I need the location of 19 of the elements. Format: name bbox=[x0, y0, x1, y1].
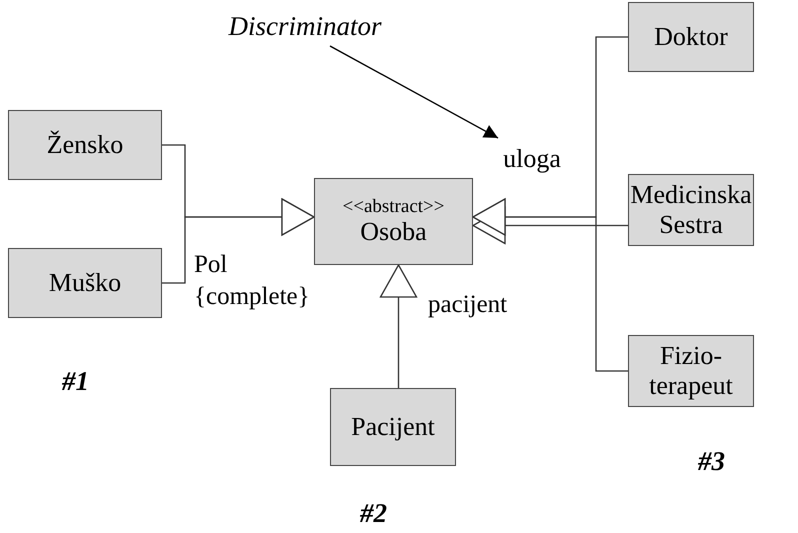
class-box: <<abstract>> Osoba bbox=[314, 178, 473, 265]
diagram-number: #3 bbox=[698, 448, 725, 475]
pointer-arrow bbox=[330, 45, 498, 139]
class-box: Pacijent bbox=[330, 388, 456, 466]
role-label: uloga bbox=[496, 140, 568, 176]
class-box: Fizio- terapeut bbox=[628, 335, 754, 407]
class-box: Žensko bbox=[8, 110, 162, 180]
generalization-arrow bbox=[162, 198, 315, 284]
class-box: Doktor bbox=[628, 2, 754, 72]
discriminator-label: pacijent bbox=[428, 292, 508, 317]
class-box: Medicinska Sestra bbox=[628, 174, 754, 246]
constraint-label: {complete} bbox=[194, 284, 310, 309]
generalization-arrow bbox=[380, 264, 418, 388]
diagram-number: #1 bbox=[62, 368, 89, 395]
generalization-arrow bbox=[472, 198, 628, 372]
diagram-number: #2 bbox=[360, 500, 387, 527]
discriminator-label: Pol bbox=[194, 252, 228, 277]
discriminator-note: Discriminator bbox=[220, 8, 390, 44]
class-box: Muško bbox=[8, 248, 162, 318]
